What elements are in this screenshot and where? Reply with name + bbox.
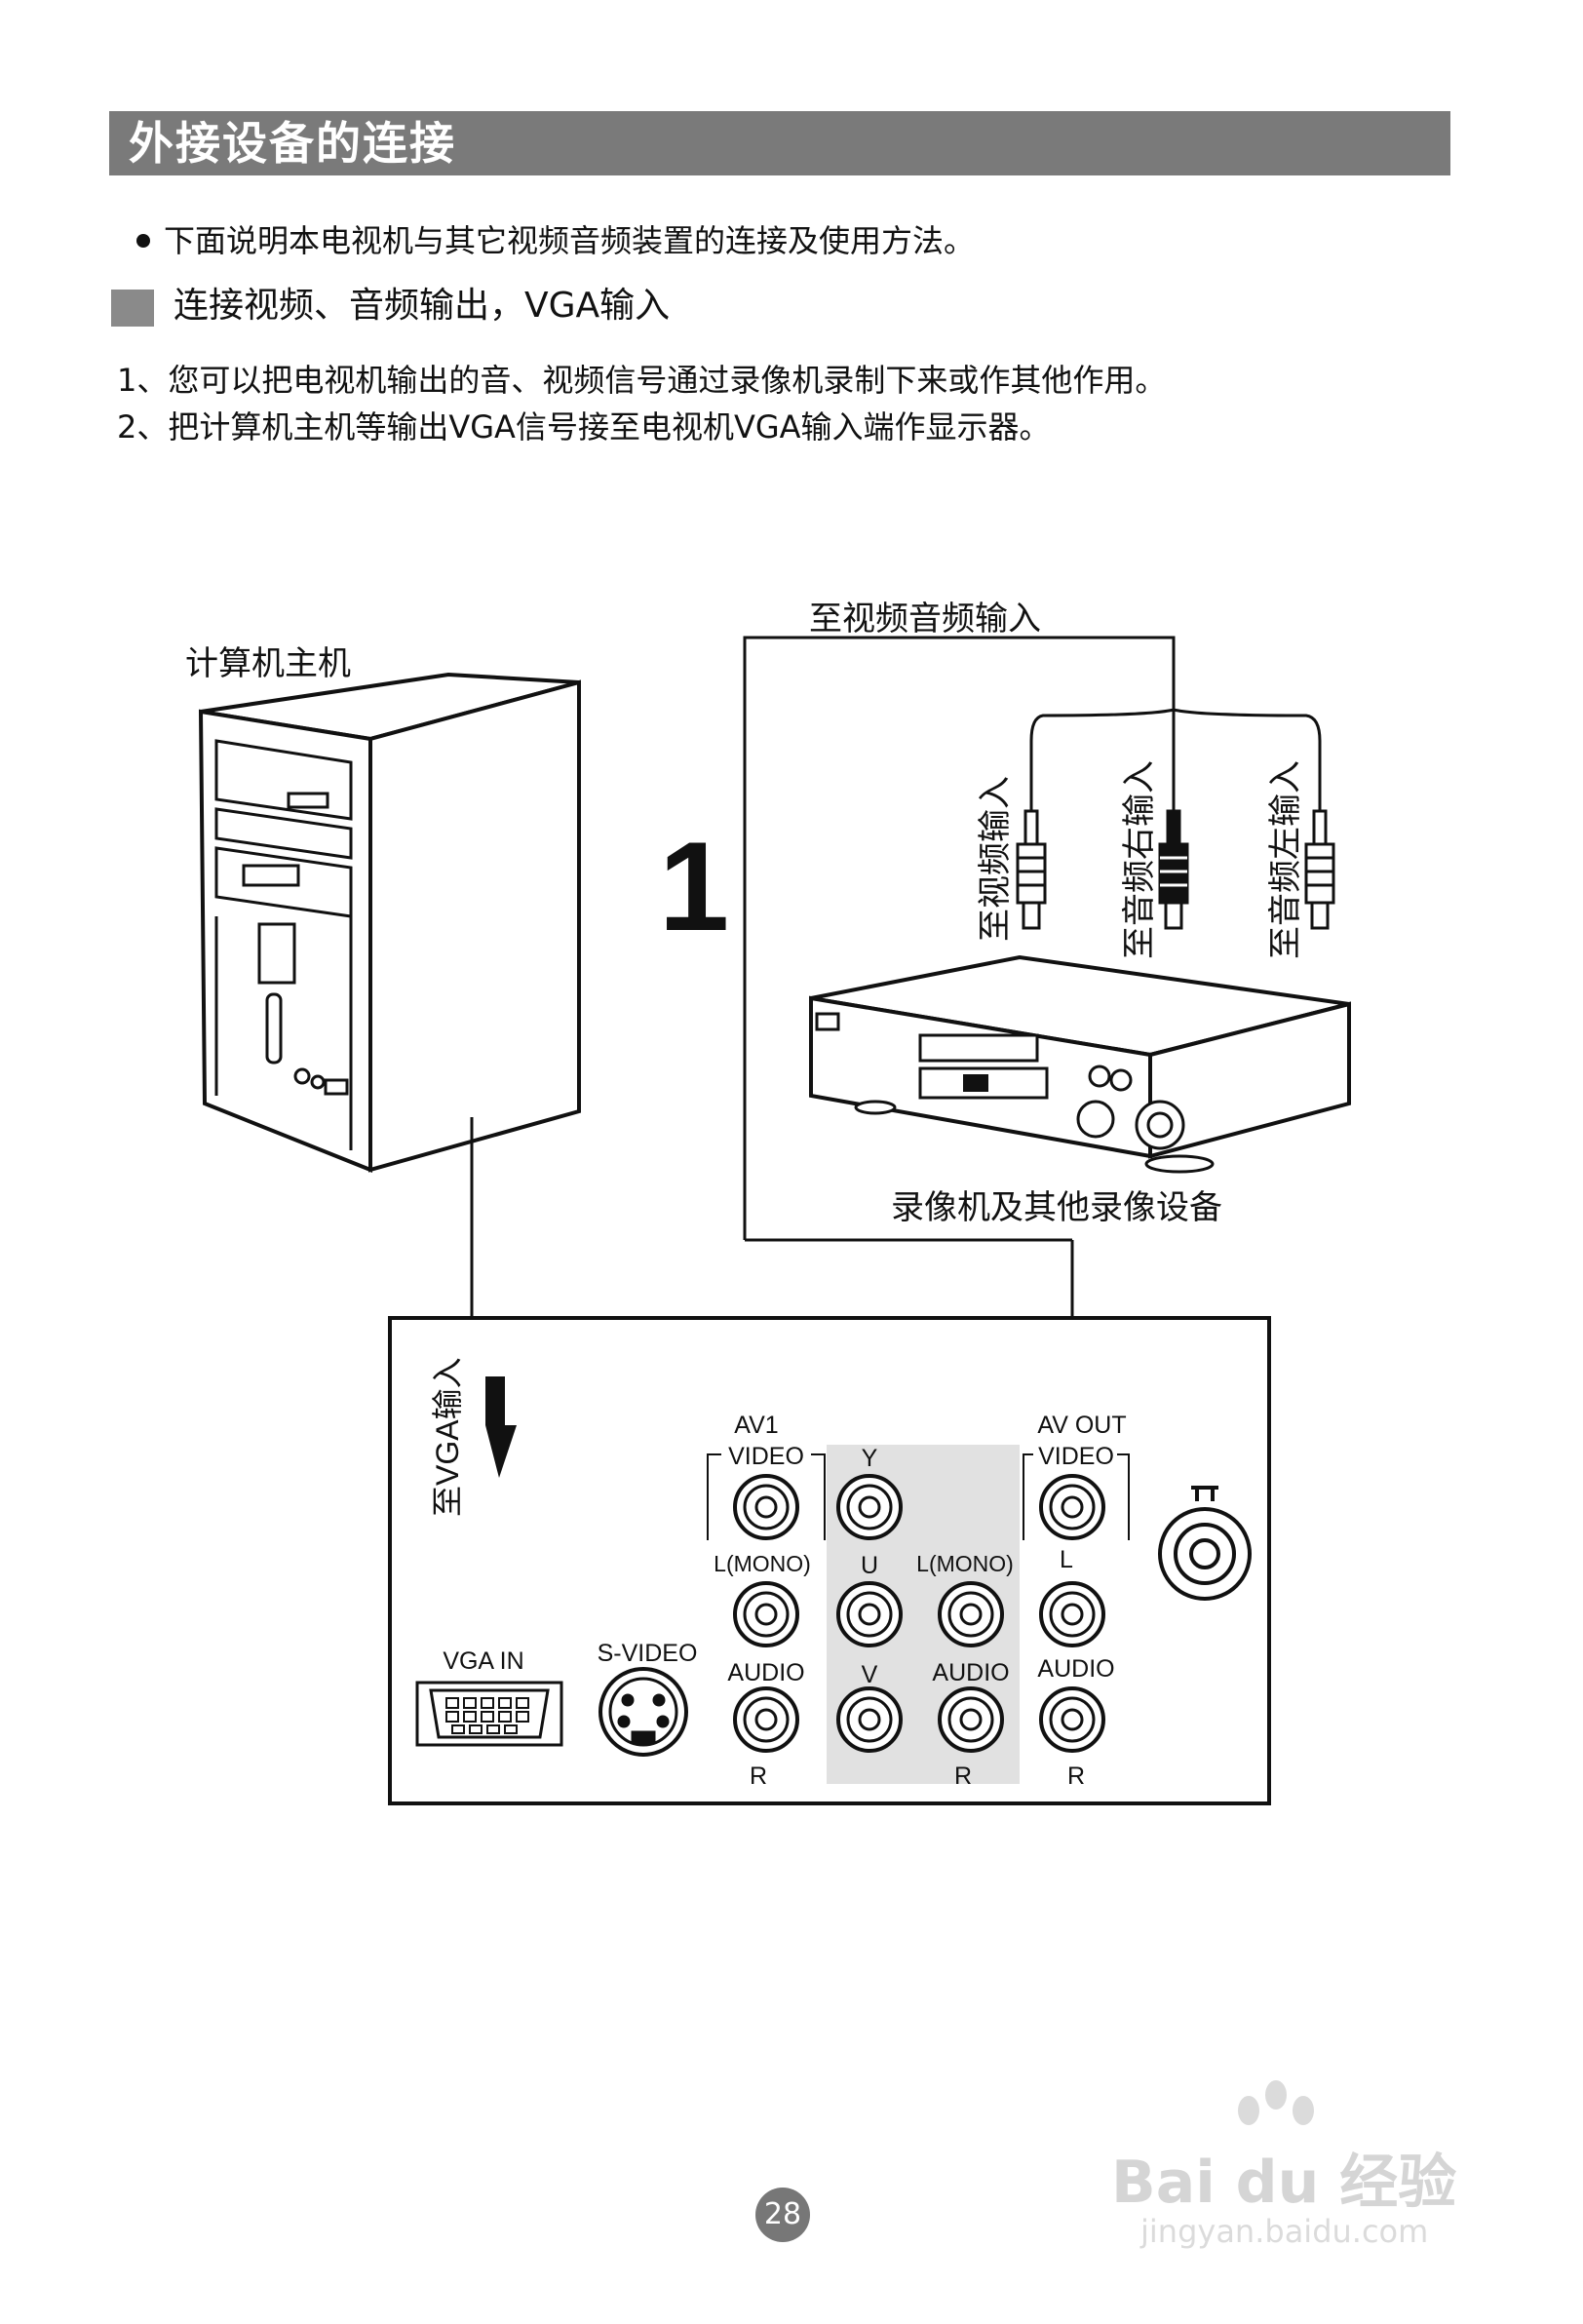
antenna-icon [1158, 1486, 1252, 1601]
label-l-mono-2: L(MONO) [916, 1551, 1014, 1576]
step-number-up: 1 [659, 815, 729, 957]
label-s-video: S-VIDEO [598, 1640, 698, 1667]
label-audio-3: AUDIO [1037, 1655, 1114, 1683]
jack-av1-r [733, 1686, 799, 1753]
av-input-label: 至视频音频输入 [809, 600, 1041, 638]
label-audio-1: AUDIO [727, 1659, 804, 1686]
bullet-dot [136, 234, 150, 248]
title-bar [109, 111, 1450, 175]
page-number: 28 [763, 2197, 802, 2231]
intro-text: 下面说明本电视机与其它视频音频装置的连接及使用方法。 [164, 222, 976, 259]
jack-av1-l-mono [733, 1581, 799, 1647]
paw-icon [1228, 2076, 1335, 2154]
label-r-3: R [1067, 1762, 1085, 1790]
watermark: Bai du 经验 jingyan.baidu.com [1111, 2076, 1501, 2271]
jack-av1-video [733, 1474, 799, 1540]
watermark-url: jingyan.baidu.com [1140, 2213, 1429, 2250]
page-title: 外接设备的连接 [129, 117, 456, 170]
plug-label-video: 至视频输入 [977, 776, 1014, 942]
jack-av-out-video [1039, 1474, 1105, 1540]
jack-y [836, 1474, 903, 1540]
label-r-2: R [954, 1762, 972, 1790]
label-av1: AV1 [734, 1412, 778, 1439]
label-u: U [861, 1552, 878, 1579]
jack-u [836, 1581, 903, 1647]
jack-av-out-l [1039, 1581, 1105, 1647]
jack-v [836, 1686, 903, 1753]
jack-av-out-r [1039, 1686, 1105, 1753]
rca-plug-video [1016, 809, 1047, 930]
section-marker [111, 290, 154, 327]
plug-label-audio-left: 至音频左输入 [1267, 760, 1304, 959]
recorder-label: 录像机及其他录像设备 [891, 1189, 1222, 1226]
computer-tower-icon [198, 672, 581, 1173]
vga-input-label: 至VGA输入 [430, 1357, 465, 1517]
rca-plug-audio-left [1304, 809, 1335, 930]
label-video-1: VIDEO [728, 1443, 804, 1470]
label-r-1: R [750, 1762, 767, 1790]
step-2: 2、把计算机主机等输出VGA信号接至电视机VGA输入端作显示器。 [117, 408, 1051, 445]
page-number-badge [755, 2188, 810, 2242]
arrow-down-icon [485, 1376, 517, 1478]
watermark-brand: Bai du 经验 [1111, 2149, 1457, 2217]
s-video-jack [598, 1667, 688, 1757]
vcr-icon [809, 954, 1351, 1174]
jack-component-r [938, 1686, 1004, 1753]
plug-label-audio-right: 至音频右输入 [1121, 760, 1158, 959]
label-av-out: AV OUT [1037, 1412, 1126, 1439]
section-title: 连接视频、音频输出，VGA输入 [174, 286, 671, 326]
av-cable-top [743, 636, 1176, 1240]
vga-in-port [415, 1681, 563, 1747]
rca-plug-audio-right [1158, 809, 1189, 930]
label-y: Y [862, 1445, 878, 1472]
jack-component-l-mono [938, 1581, 1004, 1647]
label-l-mono-1: L(MONO) [714, 1551, 811, 1576]
label-audio-2: AUDIO [932, 1659, 1009, 1686]
step-1: 1、您可以把电视机输出的音、视频信号通过录像机录制下来或作其他作用。 [117, 362, 1167, 399]
label-l: L [1060, 1546, 1073, 1573]
label-vga-in: VGA IN [443, 1647, 523, 1675]
computer-label: 计算机主机 [185, 645, 351, 682]
label-v: V [862, 1661, 878, 1688]
label-video-2: VIDEO [1038, 1443, 1114, 1470]
